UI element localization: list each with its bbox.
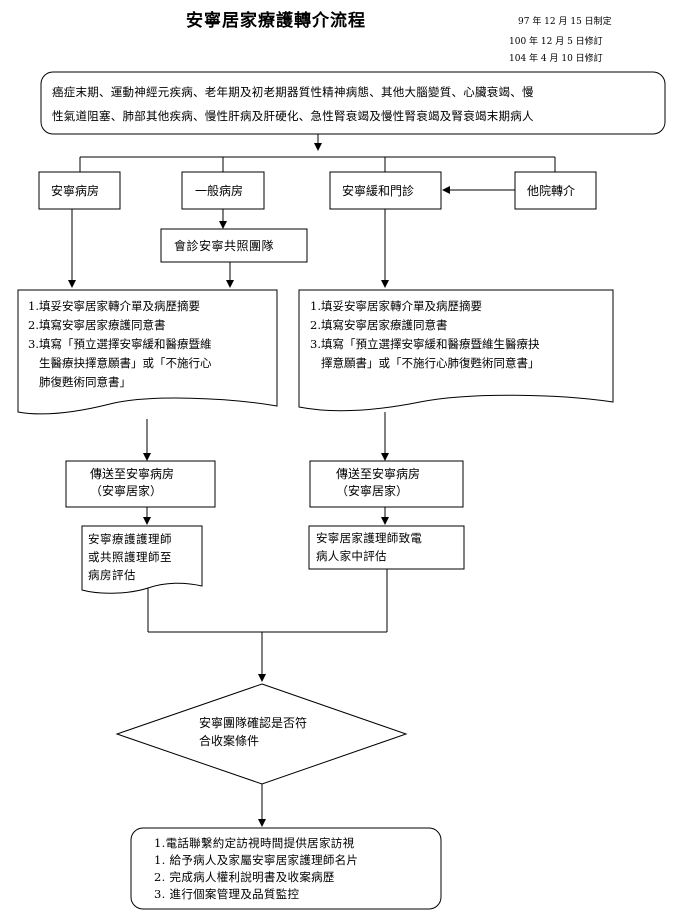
send-right-box xyxy=(309,460,464,508)
left-doc-line-1: 1.填妥安寧居家轉介單及病歷摘要 xyxy=(28,299,200,313)
final-step-line-3: 2. 完成病人權利說明書及收案病歷 xyxy=(154,870,335,884)
assess-left-line-3: 病房評估 xyxy=(88,568,136,582)
consult-team-label: 會診安寧共照團隊 xyxy=(174,239,275,253)
revision-updated-1: 100 年 12 月 5 日修訂 xyxy=(509,37,603,47)
left-document-shape xyxy=(17,289,278,415)
decision-diamond xyxy=(115,683,408,785)
general-ward-label: 一般病房 xyxy=(195,184,244,198)
revision-created: 97 年 12 月 15 日制定 xyxy=(518,17,612,27)
hospice-ward-box xyxy=(38,171,121,210)
palliative-clinic-box xyxy=(329,171,442,210)
send-left-box xyxy=(65,460,216,508)
decision-line-1: 安寧團隊確認是否符 xyxy=(199,716,308,730)
palliative-clinic-label: 安寧緩和門診 xyxy=(342,184,415,198)
right-document-shape xyxy=(298,289,614,412)
assess-right-line-2: 病人家中評估 xyxy=(316,549,387,563)
right-doc-line-1: 1.填妥安寧居家轉介單及病歷摘要 xyxy=(310,299,482,313)
general-ward-box xyxy=(181,171,265,210)
final-steps-box xyxy=(130,827,442,910)
right-doc-line-3: 3.填寫「預立選擇安寧緩和醫療暨維生醫療抉 xyxy=(310,337,540,351)
left-doc-line-4: 生醫療抉擇意願書」或「不施行心 xyxy=(28,356,212,370)
consult-team-box xyxy=(160,228,308,263)
assess-right-box xyxy=(308,525,465,570)
send-right-line-1: 傳送至安寧病房 xyxy=(336,467,421,481)
page-title: 安寧居家療護轉介流程 xyxy=(186,11,366,31)
left-doc-line-5: 肺復甦術同意書」 xyxy=(28,375,131,389)
assess-right-line-1: 安寧居家護理師致電 xyxy=(316,531,423,545)
eligibility-box xyxy=(40,71,666,135)
hospice-ward-label: 安寧病房 xyxy=(51,184,100,198)
eligibility-line-2: 性氣道阻塞、肺部其他疾病、慢性肝病及肝硬化、急性腎衰竭及慢性腎衰竭及腎衰竭末期病… xyxy=(52,109,534,123)
final-step-line-4: 3. 進行個案管理及品質監控 xyxy=(154,887,300,901)
decision-line-2: 合收案條件 xyxy=(199,734,260,748)
right-doc-line-4: 擇意願書」或「不施行心肺復甦術同意書」 xyxy=(310,356,540,370)
send-left-line-2: （安寧居家） xyxy=(90,484,163,498)
left-doc-line-2: 2.填寫安寧居家療護同意書 xyxy=(28,318,166,332)
final-step-line-1: 1.電話聯繫約定訪視時間提供居家訪視 xyxy=(154,836,355,850)
final-step-line-2: 1. 給予病人及家屬安寧居家護理師名片 xyxy=(154,853,359,867)
assess-left-line-1: 安寧療護護理師 xyxy=(88,532,172,546)
send-right-line-2: （安寧居家） xyxy=(336,484,409,498)
right-doc-line-2: 2.填寫安寧居家療護同意書 xyxy=(310,318,448,332)
send-left-line-1: 傳送至安寧病房 xyxy=(90,467,175,481)
other-hospital-box xyxy=(514,171,597,210)
left-doc-line-3: 3.填寫「預立選擇安寧緩和醫療暨維 xyxy=(28,337,212,351)
revision-updated-2: 104 年 4 月 10 日修訂 xyxy=(509,54,603,64)
eligibility-line-1: 癌症末期、運動神經元疾病、老年期及初老期器質性精神病態、其他大腦變質、心臟衰竭、… xyxy=(52,85,534,99)
assess-left-line-2: 或共照護理師至 xyxy=(88,550,172,564)
other-hospital-label: 他院轉介 xyxy=(527,184,576,198)
